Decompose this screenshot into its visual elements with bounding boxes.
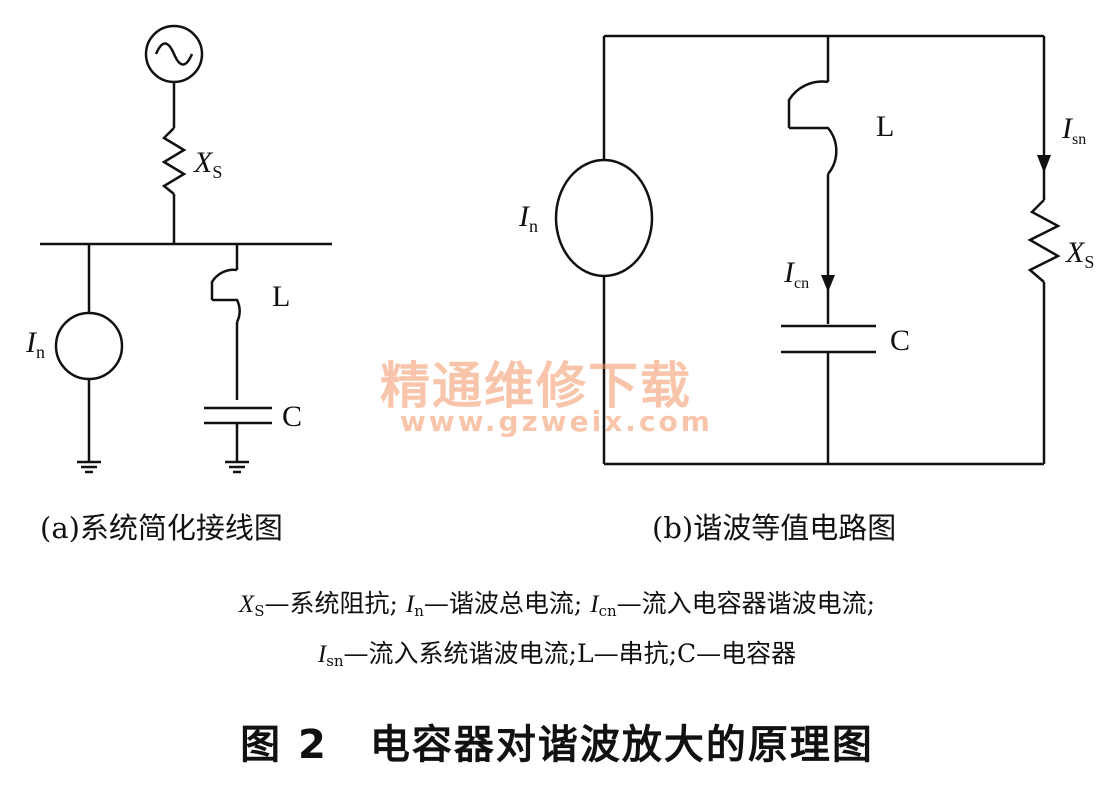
legend-icn-desc: —流入电容器谐波电流; — [616, 589, 876, 618]
resistor-xs-a — [161, 127, 187, 195]
legend-xs-sub: S — [254, 602, 265, 620]
legend-xs-symbol: X — [238, 591, 255, 618]
label-in-b: In — [518, 200, 538, 236]
legend-line-2: Isn—流入系统谐波电流;L—串抗;C—电容器 — [0, 634, 1114, 670]
label-icn-b: Icn — [783, 256, 809, 292]
resistor-xs-b — [1027, 199, 1061, 283]
label-c-b: C — [890, 324, 910, 357]
arrow-icon-icn — [821, 275, 835, 292]
ground-icon — [225, 460, 249, 474]
legend-isn-desc: —流入系统谐波电流;L—串抗;C—电容器 — [343, 639, 797, 668]
legend-line-1: XS—系统阻抗; In—谐波总电流; Icn—流入电容器谐波电流; — [0, 584, 1114, 620]
current-source-a — [54, 311, 124, 381]
legend-in-sub: n — [414, 602, 424, 620]
current-source-b — [554, 158, 654, 278]
legend-isn-symbol: I — [317, 641, 327, 668]
inductor-a — [210, 268, 241, 323]
diagram-a — [40, 24, 332, 474]
arrow-icon-isn — [1037, 155, 1051, 173]
caption-a: (a)系统简化接线图 — [40, 511, 283, 545]
label-xs-a: XS — [193, 146, 222, 182]
inductor-b — [787, 80, 838, 175]
watermark-text: 精通维修下载 — [380, 357, 692, 415]
legend-isn-sub: sn — [326, 652, 344, 670]
label-isn-b: Isn — [1061, 112, 1086, 148]
legend-icn-sub: cn — [598, 602, 617, 620]
label-l-a: L — [272, 280, 290, 313]
label-xs-b: XS — [1065, 236, 1094, 272]
legend-in-desc: —谐波总电流; — [423, 589, 583, 618]
label-l-b: L — [876, 110, 894, 143]
legend-icn-symbol: I — [590, 591, 599, 618]
caption-b: (b)谐波等值电路图 — [652, 511, 897, 545]
figure-title: 图 2 电容器对谐波放大的原理图 — [240, 722, 874, 768]
label-c-a: C — [282, 400, 302, 433]
label-in-a: In — [25, 326, 45, 362]
watermark-url: www.gzweix.com — [400, 405, 713, 438]
diagram-b — [554, 34, 1061, 466]
ac-wave — [154, 42, 194, 66]
ground-icon — [77, 460, 101, 474]
legend-xs-desc: —系统阻抗; — [264, 589, 398, 618]
legend-in-symbol: I — [405, 591, 415, 618]
